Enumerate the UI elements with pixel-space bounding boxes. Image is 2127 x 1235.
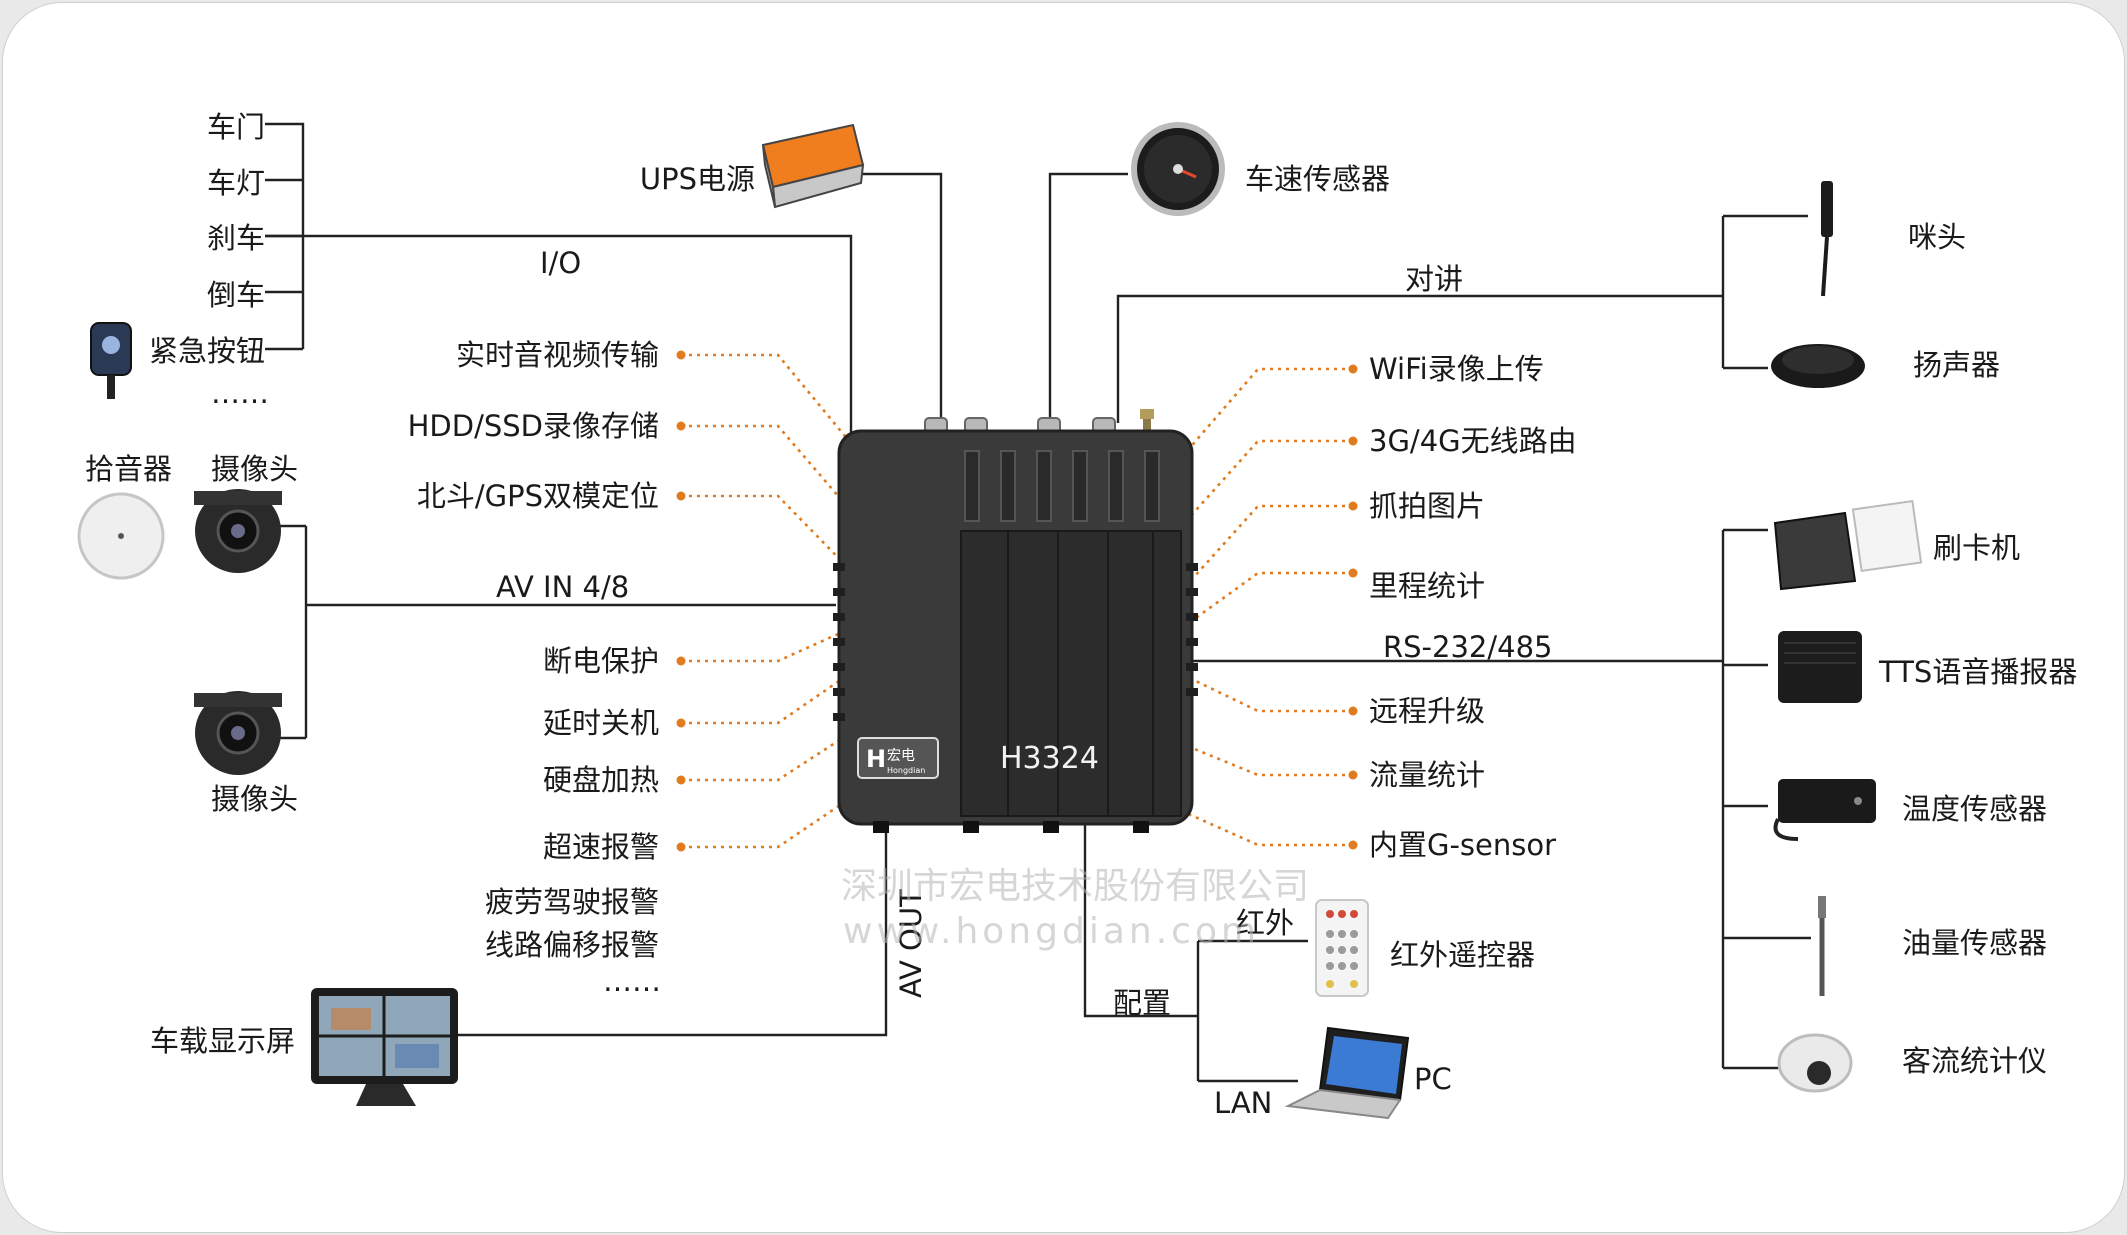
temperature-sensor-icon [1773, 779, 1876, 841]
io-more: …… [211, 376, 269, 410]
io-item-reverse: 倒车 [207, 278, 265, 312]
mic-label: 咪头 [1908, 220, 1966, 254]
speaker-icon [1771, 344, 1865, 388]
pickup-label: 拾音器 [85, 452, 172, 486]
feature-overspeed: 超速报警 [543, 830, 659, 864]
speed-sensor-label: 车速传感器 [1245, 162, 1390, 196]
ir-remote-icon [1315, 899, 1369, 997]
card-reader-icon [1773, 499, 1923, 591]
right-feature-labels: WiFi录像上传 3G/4G无线路由 抓拍图片 里程统计 远程升级 流量统计 内… [1369, 352, 1577, 862]
io-item-brake: 刹车 [207, 221, 265, 255]
feature-leaders [676, 350, 1358, 852]
dome-camera-icon [194, 691, 282, 775]
watermark-company: 深圳市宏电技术股份有限公司 [841, 866, 1309, 907]
io-labels: 车门 车灯 刹车 倒车 紧急按钮 …… I/O [149, 110, 581, 410]
av-in-label: AV IN 4/8 [496, 570, 629, 604]
feature-snapshot: 抓拍图片 [1369, 489, 1485, 523]
feature-realtime-av: 实时音视频传输 [456, 338, 659, 372]
speaker-label: 扬声器 [1913, 348, 2000, 382]
temp-sensor-label: 温度传感器 [1902, 792, 2047, 826]
fuel-sensor-label: 油量传感器 [1902, 926, 2047, 960]
output-labels: 车载显示屏 AV OUT 配置 红外 红外遥控器 LAN PC [150, 889, 1535, 1120]
lan-label: LAN [1214, 1086, 1272, 1120]
intercom-label: 对讲 [1405, 262, 1463, 296]
ir-remote-label: 红外遥控器 [1390, 938, 1535, 972]
dome-camera-icon [194, 489, 282, 573]
left-feature-labels: 实时音视频传输 HDD/SSD录像存储 北斗/GPS双模定位 断电保护 延时关机… [408, 338, 661, 998]
device-model: H3324 [1000, 741, 1099, 776]
microphone-icon [77, 492, 165, 580]
dvr-device: H 宏电 Hongdian H3324 [833, 409, 1198, 833]
top-labels: UPS电源 车速传感器 [640, 162, 1390, 196]
feature-disk-heating: 硬盘加热 [543, 763, 659, 797]
io-item-light: 车灯 [207, 166, 265, 200]
feature-hdd-storage: HDD/SSD录像存储 [408, 409, 659, 443]
camera-bottom-label: 摄像头 [211, 782, 298, 816]
topology-diagram: H 宏电 Hongdian H3324 [77, 110, 2077, 1120]
feature-traffic-stats: 流量统计 [1369, 758, 1485, 792]
ir-label: 红外 [1236, 906, 1294, 940]
feature-wifi-upload: WiFi录像上传 [1369, 352, 1544, 386]
brand-logo: H 宏电 Hongdian [857, 737, 939, 779]
feature-mileage: 里程统计 [1369, 569, 1485, 603]
watermark: 深圳市宏电技术股份有限公司 www.hongdian.com [841, 866, 1309, 952]
feature-wireless-router: 3G/4G无线路由 [1369, 424, 1577, 458]
display-label: 车载显示屏 [150, 1024, 295, 1058]
speedometer-icon [1131, 122, 1225, 216]
camera-top-label: 摄像头 [211, 452, 298, 486]
pc-label: PC [1414, 1062, 1452, 1096]
feature-g-sensor: 内置G-sensor [1369, 828, 1556, 862]
io-item-emergency: 紧急按钮 [149, 334, 265, 368]
serial-labels: RS-232/485 刷卡机 TTS语音播报器 温度传感器 油量传感器 客流统计… [1383, 531, 2077, 1078]
config-label: 配置 [1113, 986, 1171, 1020]
laptop-icon [1284, 1026, 1410, 1120]
panic-button-icon [90, 322, 132, 399]
people-counter-label: 客流统计仪 [1902, 1044, 2047, 1078]
feature-fatigue: 疲劳驾驶报警 [485, 885, 659, 919]
brand-en: Hongdian [887, 766, 925, 775]
feature-power-protect: 断电保护 [543, 644, 659, 678]
io-item-door: 车门 [207, 110, 265, 144]
feature-more: …… [603, 964, 661, 998]
svg-text:H: H [866, 745, 886, 773]
handheld-mic-icon [1821, 181, 1833, 297]
fuel-sensor-icon [1818, 896, 1826, 996]
card-reader-label: 刷卡机 [1933, 531, 2020, 565]
tts-box-icon [1778, 631, 1862, 703]
wires [265, 122, 1811, 1083]
people-counter-icon [1777, 1033, 1853, 1093]
av-out-label: AV OUT [894, 889, 928, 998]
feature-route-deviation: 线路偏移报警 [485, 928, 659, 962]
feature-gps: 北斗/GPS双模定位 [417, 479, 659, 513]
tts-label: TTS语音播报器 [1878, 655, 2077, 689]
feature-delay-shutdown: 延时关机 [543, 706, 659, 740]
io-bus-label: I/O [540, 246, 581, 280]
watermark-url: www.hongdian.com [843, 911, 1260, 952]
brand-cn: 宏电 [887, 748, 915, 764]
serial-label: RS-232/485 [1383, 630, 1553, 664]
ups-icon [761, 123, 865, 209]
ups-label: UPS电源 [640, 162, 755, 196]
intercom-labels: 对讲 咪头 扬声器 [1405, 220, 2000, 382]
feature-remote-upgrade: 远程升级 [1369, 694, 1485, 728]
av-in-labels: 拾音器 摄像头 摄像头 AV IN 4/8 [85, 452, 629, 816]
monitor-icon [311, 988, 458, 1106]
